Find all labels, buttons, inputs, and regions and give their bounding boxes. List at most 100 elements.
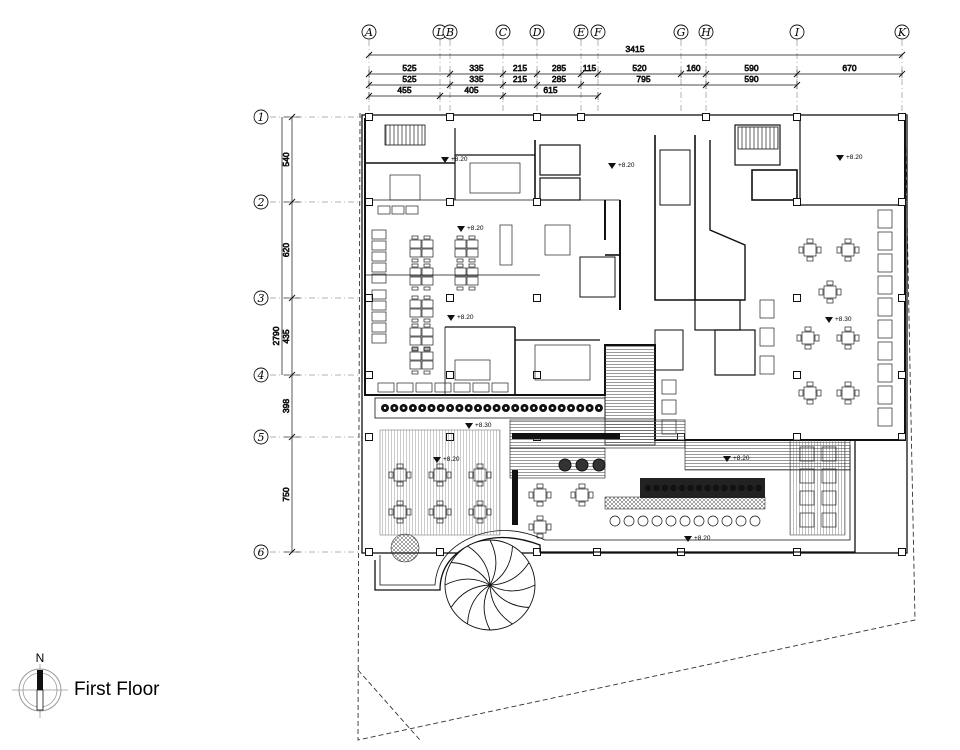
dimension-value: 398 [281, 399, 291, 413]
grid-bubble [789, 24, 805, 40]
dimension-value: 615 [543, 85, 557, 95]
vertical-total-dimension: 2790 [271, 326, 281, 345]
grid-bubble [442, 24, 458, 40]
terrace [374, 344, 905, 631]
overall-width-dimension: 3415 [626, 44, 645, 54]
column-grid-label: H [700, 26, 711, 39]
level-marker: +8.20 [433, 456, 460, 463]
grid-bubble [894, 24, 910, 40]
column [793, 198, 801, 206]
dimension-value: 215 [513, 63, 527, 73]
column-grid-label: K [897, 26, 907, 39]
column [533, 371, 541, 379]
dimension-value: 435 [281, 329, 291, 343]
booth-seating [661, 209, 893, 435]
stairs [384, 124, 779, 150]
level-marker: +8.30 [825, 316, 852, 323]
left-dimension-chains: 540 620 435 398 750 2790 [271, 113, 300, 556]
column [898, 294, 906, 302]
dimension-value: 750 [281, 487, 291, 501]
grid-bubble [253, 367, 269, 383]
column [793, 294, 801, 302]
column-grid-label: I [794, 26, 800, 39]
level-marker: +8.30 [465, 422, 492, 429]
row-grid-label: 1 [258, 111, 265, 124]
level-value: +8.30 [475, 422, 492, 429]
column-grid-label: G [677, 26, 686, 39]
column-grid-label: B [445, 26, 454, 39]
level-value: +8.30 [835, 316, 852, 323]
level-value: +8.20 [694, 535, 711, 542]
dimension-value: 525 [402, 74, 416, 84]
column [702, 113, 710, 121]
grid-bubble [495, 24, 511, 40]
level-marker: +8.20 [836, 154, 863, 161]
level-marker: +8.20 [723, 455, 750, 462]
column [446, 113, 454, 121]
office-workstations [371, 162, 591, 393]
north-arrow [12, 664, 68, 718]
column [533, 198, 541, 206]
column [898, 198, 906, 206]
column [793, 433, 801, 441]
row-grid-label: 5 [258, 431, 265, 444]
grid-bubble [253, 290, 269, 306]
column [446, 294, 454, 302]
column-grid-label: F [593, 26, 602, 39]
level-markers: +8.20 +8.20 +8.20 +8.20 +8.30 +8.20 +8.20 +8.30… [433, 154, 863, 542]
column [898, 113, 906, 121]
dimension-value: 540 [281, 152, 291, 166]
level-value: +8.20 [451, 156, 468, 163]
column [365, 371, 373, 379]
column [365, 433, 373, 441]
column-grid-label: A [364, 26, 373, 39]
level-marker: +8.20 [447, 314, 474, 321]
level-value: +8.20 [846, 154, 863, 161]
dimension-value: 405 [464, 85, 478, 95]
column [793, 113, 801, 121]
tree-canopy [444, 539, 536, 631]
grid-bubble [673, 24, 689, 40]
dimension-value: 335 [469, 74, 483, 84]
dimension-value: 590 [744, 63, 758, 73]
grid-bubble [698, 24, 714, 40]
level-marker: +8.20 [457, 225, 484, 232]
grid-bubble [253, 429, 269, 445]
grid-bubble [529, 24, 545, 40]
grid-bubble [590, 24, 606, 40]
column [533, 294, 541, 302]
column [446, 198, 454, 206]
column [436, 548, 444, 556]
level-value: +8.20 [618, 162, 635, 169]
grid-bubble [361, 24, 377, 40]
grid-bubble [253, 194, 269, 210]
level-marker: +8.20 [608, 162, 635, 169]
dimension-value: 160 [686, 63, 700, 73]
site-boundary [357, 112, 916, 741]
column [365, 198, 373, 206]
level-value: +8.20 [443, 456, 460, 463]
column [793, 371, 801, 379]
column-grid-label: E [576, 26, 585, 39]
column [577, 113, 585, 121]
column [446, 371, 454, 379]
row-grid-label: 3 [258, 292, 265, 305]
dimension-value: 520 [632, 63, 646, 73]
dimension-value: 285 [552, 74, 566, 84]
column [533, 113, 541, 121]
drawing-title: First Floor [74, 679, 160, 700]
column-grid-label: C [499, 26, 508, 39]
column [365, 113, 373, 121]
dimension-value: 525 [402, 63, 416, 73]
dimension-value: 795 [636, 74, 650, 84]
dimension-value: 335 [469, 63, 483, 73]
column [898, 371, 906, 379]
grid-bubble [573, 24, 589, 40]
dimension-value: 620 [281, 243, 291, 257]
dimension-value: 115 [583, 63, 597, 73]
dimension-value: 455 [397, 85, 411, 95]
